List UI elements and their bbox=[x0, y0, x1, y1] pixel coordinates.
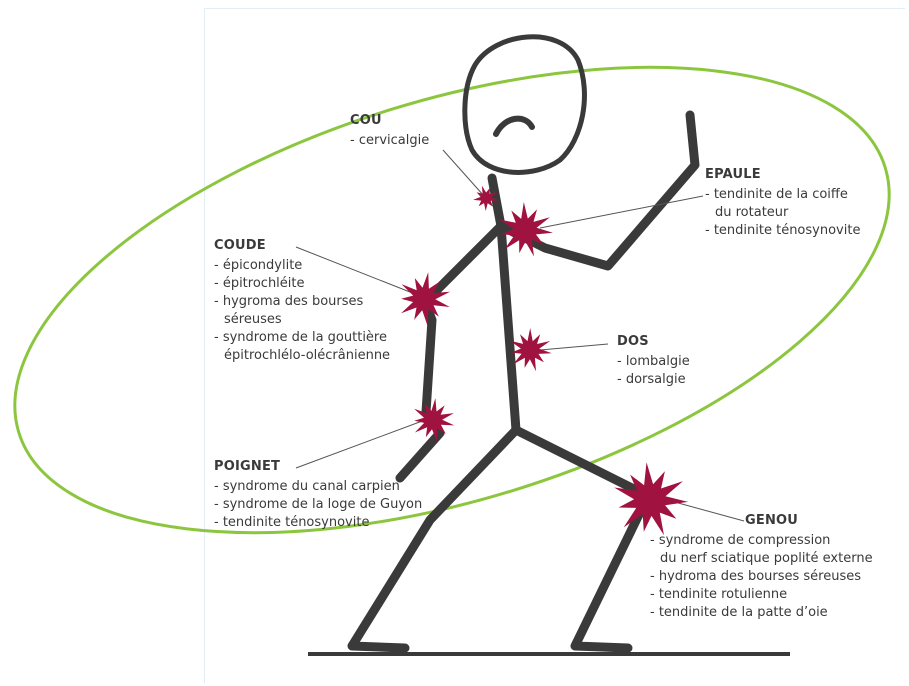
label-genou-item: - syndrome de compression bbox=[650, 532, 873, 550]
label-coude-item: - hygroma des bourses bbox=[214, 293, 390, 311]
label-dos-title: DOS bbox=[617, 333, 690, 351]
label-dos: DOS - lombalgie - dorsalgie bbox=[617, 333, 690, 389]
head bbox=[465, 37, 585, 173]
label-genou-item: - tendinite rotulienne bbox=[650, 586, 873, 604]
label-genou-item: - tendinite de la patte d’oie bbox=[650, 604, 873, 622]
label-cou: COU - cervicalgie bbox=[350, 112, 429, 150]
label-dos-item: - lombalgie bbox=[617, 353, 690, 371]
label-epaule-item: du rotateur bbox=[705, 204, 860, 222]
neck bbox=[492, 178, 501, 226]
leader-dos bbox=[540, 344, 608, 350]
label-poignet-title: POIGNET bbox=[214, 458, 422, 476]
spine bbox=[501, 226, 516, 430]
label-coude-item: - syndrome de la gouttière bbox=[214, 329, 390, 347]
label-poignet: POIGNET - syndrome du canal carpien - sy… bbox=[214, 458, 422, 532]
mouth bbox=[496, 119, 532, 134]
label-cou-title: COU bbox=[350, 112, 429, 130]
label-coude: COUDE - épicondylite - épitrochléite - h… bbox=[214, 237, 390, 365]
label-genou-item: - hydroma des bourses séreuses bbox=[650, 568, 873, 586]
label-dos-item: - dorsalgie bbox=[617, 371, 690, 389]
label-coude-item: - épitrochléite bbox=[214, 275, 390, 293]
label-coude-title: COUDE bbox=[214, 237, 390, 255]
label-genou-item: du nerf sciatique poplité externe bbox=[650, 550, 873, 568]
label-poignet-item: - syndrome du canal carpien bbox=[214, 478, 422, 496]
label-coude-item: - épicondylite bbox=[214, 257, 390, 275]
label-epaule-title: EPAULE bbox=[705, 166, 860, 184]
label-coude-item: épitrochlélo-olécrânienne bbox=[214, 347, 390, 365]
label-genou-title: GENOU bbox=[650, 512, 873, 530]
label-poignet-item: - tendinite ténosynovite bbox=[214, 514, 422, 532]
label-coude-item: séreuses bbox=[214, 311, 390, 329]
right-leg bbox=[516, 430, 648, 648]
label-epaule: EPAULE - tendinite de la coiffe du rotat… bbox=[705, 166, 860, 240]
left-arm bbox=[400, 226, 501, 478]
label-cou-item: - cervicalgie bbox=[350, 132, 429, 150]
label-epaule-item: - tendinite de la coiffe bbox=[705, 186, 860, 204]
label-epaule-item: - tendinite ténosynovite bbox=[705, 222, 860, 240]
label-genou: GENOU - syndrome de compression du nerf … bbox=[650, 512, 873, 622]
label-poignet-item: - syndrome de la loge de Guyon bbox=[214, 496, 422, 514]
leader-epaule bbox=[540, 196, 703, 228]
